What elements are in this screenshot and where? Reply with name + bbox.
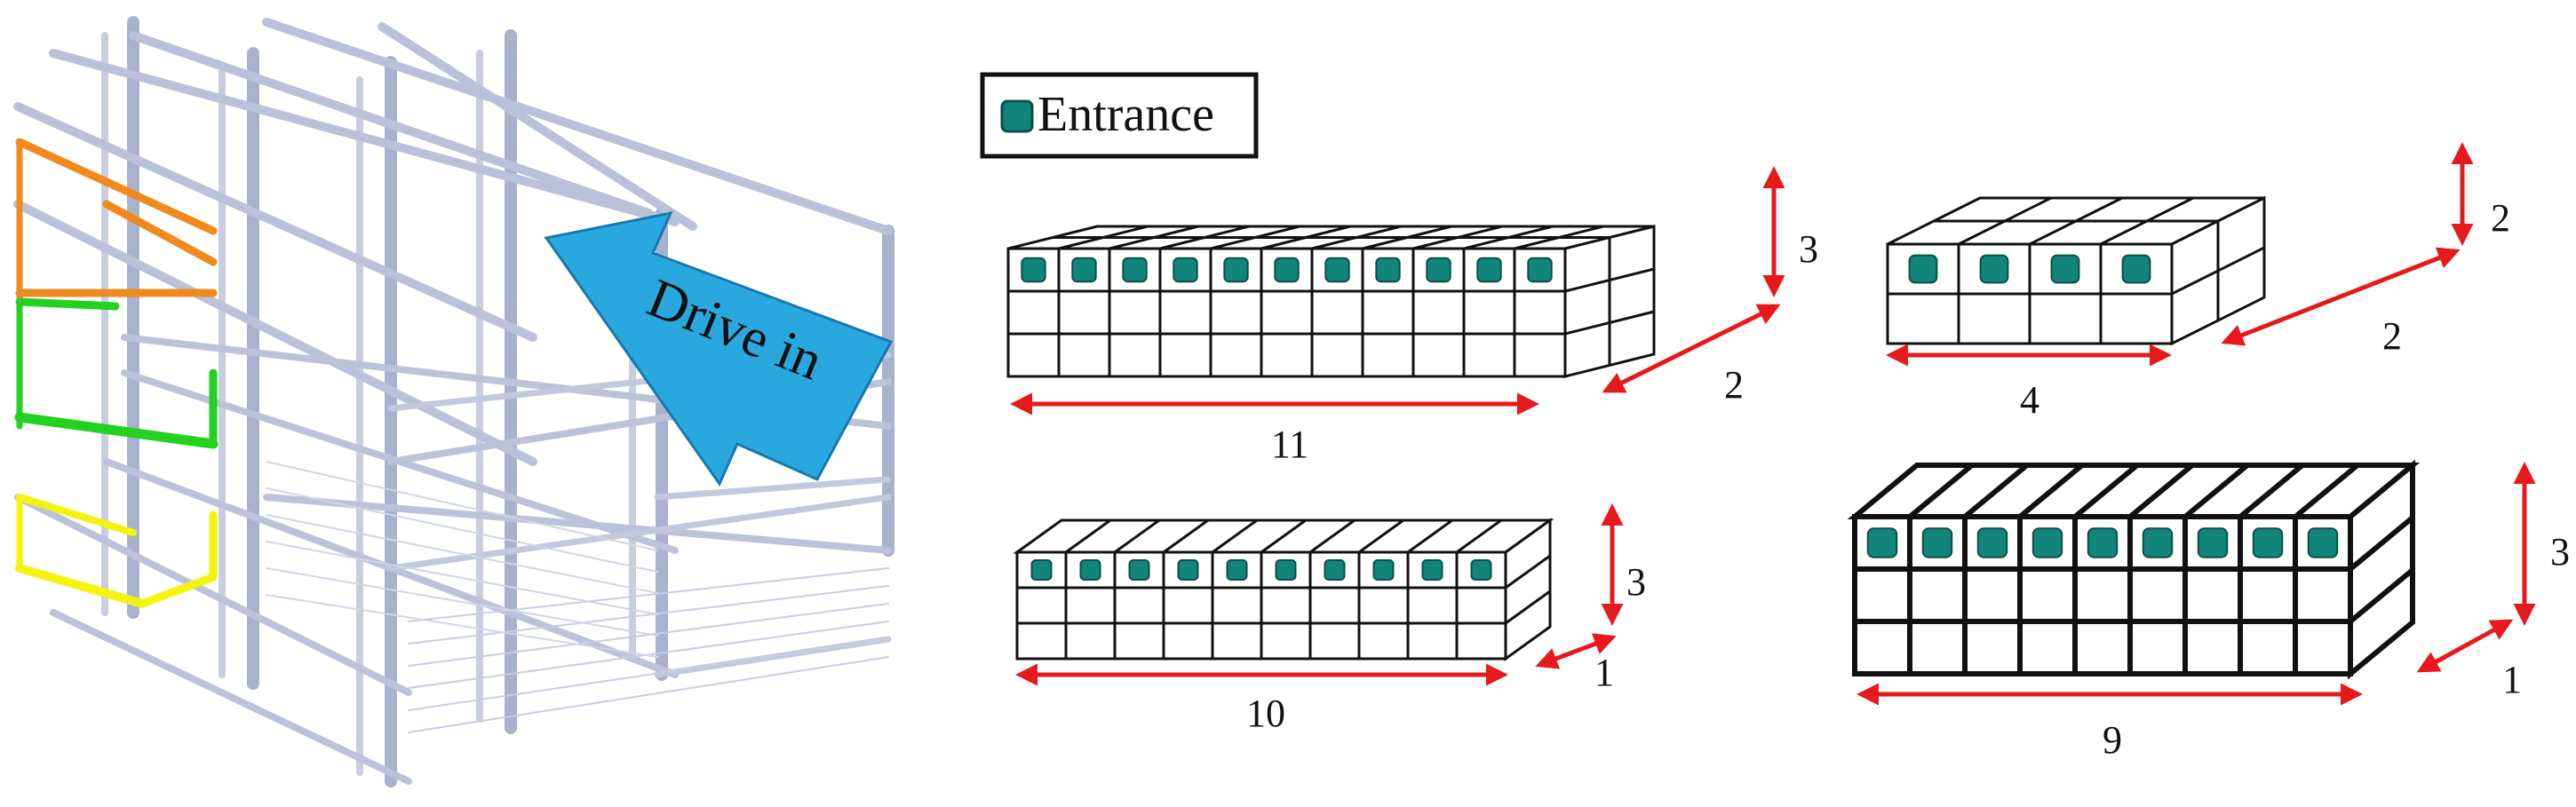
frame-beam [13,102,537,342]
entrance-marker [1324,559,1346,581]
entrance-marker [1866,527,1898,558]
entrance-marker [2087,527,2119,558]
entrance-marker [1921,527,1953,558]
entrance-marker [1426,257,1451,283]
frame-beam [13,200,537,466]
dimension-labels: 11 2 3 4 2 2 10 1 3 9 1 3 [1246,196,2570,762]
entrance-marker [2031,527,2063,558]
yellow-bay [16,494,137,536]
block-10x1x3-height-label: 3 [1626,560,1646,604]
block-9x1x3-cell [2293,619,2353,676]
block-10x1x3-depth-label: 1 [1594,651,1614,694]
frame-beam [50,609,412,785]
frame-detail [408,638,889,711]
entrance-marker [1324,257,1350,283]
entrance-marker [2050,254,2080,284]
entrance-marker [1122,257,1148,283]
entrance-marker [1375,257,1401,283]
block-11x2x3-depth-arrow [1602,304,1781,393]
block-4x2x2-depth-label: 2 [2382,314,2402,358]
frame-detail [266,461,658,551]
entrance-marker [1275,559,1297,581]
frame-beam [49,49,680,226]
frame-detail [408,567,889,622]
block-9x1x3-width-label: 9 [2103,718,2122,762]
block-10x1x3-cell [1455,621,1507,661]
frame-detail [266,514,658,594]
entrance-marker [2121,254,2151,284]
frame-beam [14,494,412,696]
entrance-marker [1021,257,1046,283]
block-4x2x2-cell [2099,292,2174,345]
block-4x2x2 [1886,142,2474,367]
block-4x2x2-depth-arrow [2221,247,2461,346]
block-9x1x3-depth-arrow [2416,619,2514,673]
orange-bay [15,138,218,235]
entrance-marker [1030,559,1053,581]
block-11x2x3-height-label: 3 [1799,227,1818,271]
frame-beam [263,494,892,554]
block-11x2x3-width-label: 11 [1271,423,1308,466]
green-bay [15,297,120,311]
entrance-marker [1223,257,1249,283]
frame-detail [266,487,658,573]
legend-label: Entrance [1038,87,1214,142]
frame-beam [129,31,653,218]
entrance-marker [1173,257,1198,283]
entrance-marker [1226,559,1248,581]
entrance-marker [1476,257,1502,283]
block-11x2x3-depth-label: 2 [1724,363,1744,407]
block-10x1x3 [1013,503,1624,686]
frame-detail [266,594,658,658]
block-11x2x3 [1006,166,1785,415]
block-9x1x3 [1847,459,2536,706]
entrance-marker [1177,559,1199,581]
entrance-marker [2307,527,2339,558]
block-10x1x3-width-label: 10 [1246,692,1285,735]
yellow-bay [138,573,218,608]
block-9x1x3-depth-label: 1 [2502,658,2522,701]
orange-bay [102,200,218,266]
entrance-marker [1274,257,1300,283]
frame-beam [387,494,892,572]
block-9x1x3-height-label: 3 [2550,530,2570,574]
entrance-marker [1372,559,1395,581]
block-4x2x2-height-label: 2 [2491,196,2510,240]
drive-in-arrow: Drive in [544,210,894,487]
storage-configurations [1006,142,2536,706]
entrance-marker [1421,559,1443,581]
frame-detail [408,656,889,733]
green-bay [14,412,219,449]
entrance-marker [1470,559,1492,581]
frame-beam [654,476,892,501]
frame-detail [408,585,889,645]
frame-detail [266,567,658,637]
entrance-marker [1908,254,1938,284]
entrance-marker [1079,559,1101,581]
block-11x2x3-cell [1513,332,1567,378]
entrance-marker [1527,257,1553,283]
block-10x1x3-depth-arrow [1535,633,1617,669]
yellow-bay [15,564,147,608]
entrance-marker [2142,527,2174,558]
block-4x2x2-width-label: 4 [2020,378,2039,422]
entrance-marker [2252,527,2284,558]
entrance-marker [1071,257,1097,283]
entrance-marker [2197,527,2229,558]
frame-detail [266,541,658,615]
entrance-swatch [1000,99,1034,133]
entrance-marker [1128,559,1150,581]
legend: Entrance [980,72,1259,159]
entrance-marker [1979,254,2009,284]
frame-beam [262,18,893,235]
frame-beam [378,22,697,231]
entrance-marker [1976,527,2008,558]
